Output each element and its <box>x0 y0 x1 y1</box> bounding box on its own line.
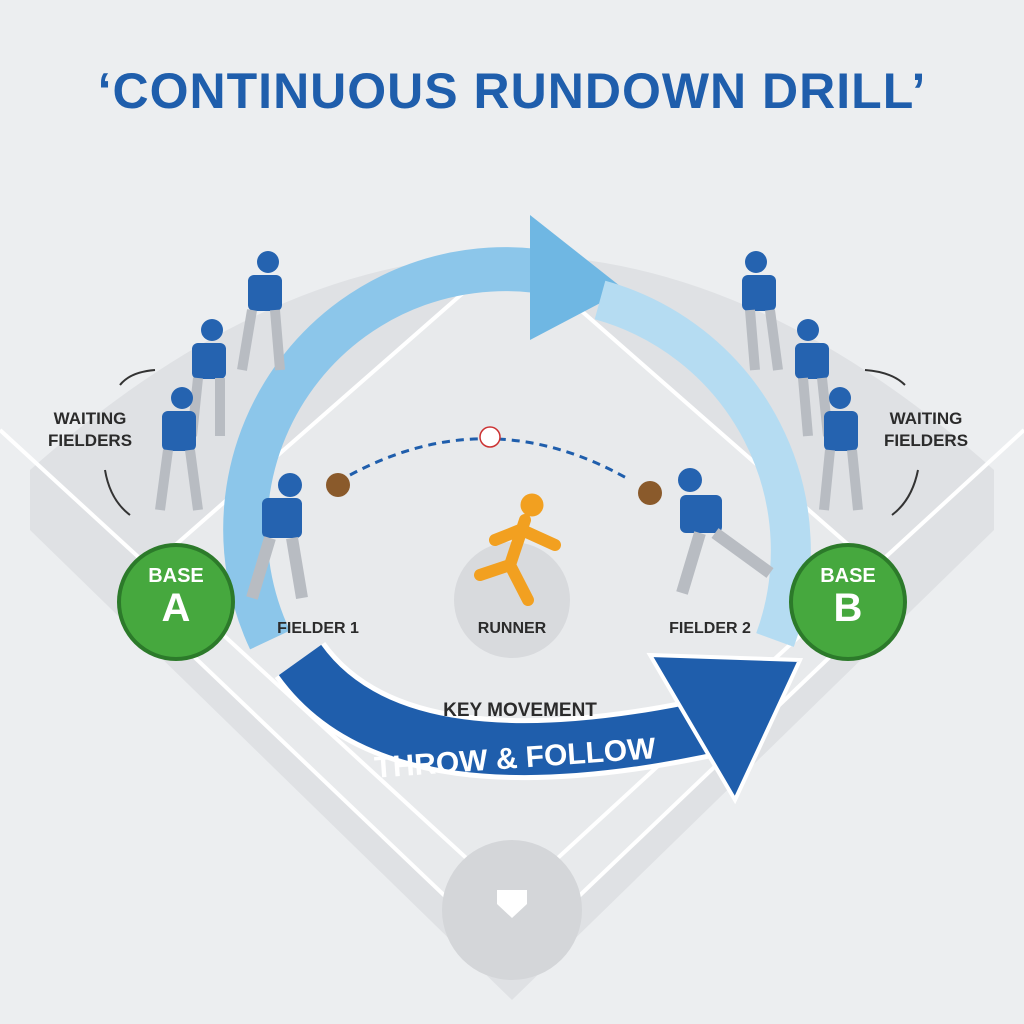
base-a: BASE A <box>117 543 235 661</box>
arrowhead-light <box>530 215 625 340</box>
waiting-arrow-right-up <box>864 369 906 386</box>
waiting-arrow-left-up <box>119 369 156 386</box>
waiting-left-line2: FIELDERS <box>47 431 133 450</box>
waiting-right-line1: WAITING <box>889 409 963 428</box>
base-b: BASE B <box>789 543 907 661</box>
waiting-right-line2: FIELDERS <box>883 431 969 450</box>
waiting-arrow-left-down <box>104 469 131 516</box>
dark-arrow <box>278 644 746 776</box>
waiting-arrow-right-down <box>891 469 919 516</box>
key-movement-label: KEY MOVEMENT <box>443 700 597 721</box>
page-title: ‘CONTINUOUS RUNDOWN DRILL’ <box>97 63 927 119</box>
waiting-fielder-right-3 <box>819 387 863 511</box>
base-b-label: BASE <box>820 565 876 587</box>
base-a-letter: A <box>161 586 191 630</box>
waiting-fielder-right-1 <box>742 251 783 371</box>
runner-label: RUNNER <box>477 620 547 637</box>
waiting-fielder-left-1 <box>237 251 285 371</box>
waiting-left-line1: WAITING <box>53 409 127 428</box>
fielder-1-figure <box>246 473 350 600</box>
runner-figure <box>474 493 561 606</box>
foul-line-left <box>0 428 514 902</box>
waiting-fielder-left-3 <box>155 387 203 511</box>
waiting-fielders-left-label: WAITING FIELDERS <box>48 408 132 452</box>
circular-arrow-light <box>223 247 565 650</box>
arrowhead-dark <box>646 652 804 805</box>
baseball-icon <box>479 426 501 448</box>
waiting-fielder-right-2 <box>795 319 833 437</box>
base-b-letter: B <box>833 586 863 630</box>
waiting-fielders-right-label: WAITING FIELDERS <box>884 408 968 452</box>
fielder-1-label: FIELDER 1 <box>277 620 359 637</box>
circular-arrow-light-right <box>594 280 811 647</box>
home-plate <box>497 890 527 918</box>
fielder-2-label: FIELDER 2 <box>669 620 751 637</box>
base-a-label: BASE <box>148 565 204 587</box>
fielder-2-figure <box>638 468 774 595</box>
players <box>155 251 863 606</box>
